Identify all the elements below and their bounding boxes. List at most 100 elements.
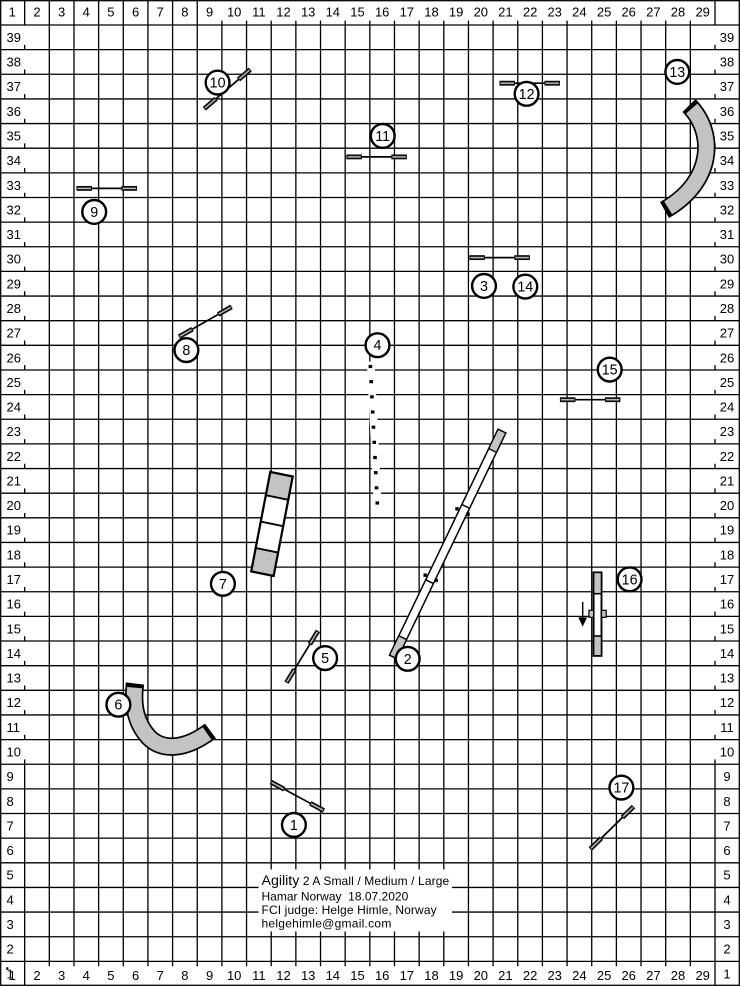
svg-text:7: 7 [7,818,14,833]
svg-text:31: 31 [720,227,734,242]
svg-text:4: 4 [374,338,382,354]
svg-text:24: 24 [572,968,586,983]
svg-text:17: 17 [400,968,414,983]
svg-text:39: 39 [720,30,734,45]
svg-text:20: 20 [7,498,21,513]
svg-text:19: 19 [720,523,734,538]
svg-text:23: 23 [7,424,21,439]
svg-text:9: 9 [723,769,730,784]
svg-text:16: 16 [7,597,21,612]
svg-text:7: 7 [157,968,164,983]
svg-text:14: 14 [7,646,21,661]
svg-text:2: 2 [723,942,730,957]
svg-text:12: 12 [7,695,21,710]
svg-text:4: 4 [83,968,90,983]
svg-text:13: 13 [720,671,734,686]
svg-text:6: 6 [7,843,14,858]
svg-text:39: 39 [7,30,21,45]
svg-text:10: 10 [720,745,734,760]
svg-text:12: 12 [519,87,535,103]
svg-text:25: 25 [720,375,734,390]
svg-text:24: 24 [7,400,21,415]
svg-text:23: 23 [547,5,561,20]
svg-text:10: 10 [210,76,226,92]
svg-text:9: 9 [206,968,213,983]
svg-text:25: 25 [597,5,611,20]
svg-text:18: 18 [720,547,734,562]
svg-text:FCI judge: Helge Himle, Norway: FCI judge: Helge Himle, Norway [262,903,437,917]
svg-text:34: 34 [7,153,21,168]
svg-text:8: 8 [723,794,730,809]
svg-text:19: 19 [449,5,463,20]
svg-text:28: 28 [720,301,734,316]
svg-text:9: 9 [206,5,213,20]
svg-text:8: 8 [181,5,188,20]
svg-text:22: 22 [7,449,21,464]
svg-text:15: 15 [7,621,21,636]
svg-text:14: 14 [720,646,734,661]
svg-text:26: 26 [621,968,635,983]
svg-text:6: 6 [114,698,122,714]
svg-text:26: 26 [621,5,635,20]
svg-text:11: 11 [252,5,266,20]
svg-text:21: 21 [720,474,734,489]
svg-text:27: 27 [720,326,734,341]
svg-text:25: 25 [7,375,21,390]
svg-text:15: 15 [350,968,364,983]
svg-text:5: 5 [107,968,114,983]
svg-text:8: 8 [181,968,188,983]
svg-text:2: 2 [7,942,14,957]
svg-text:32: 32 [720,202,734,217]
svg-text:6: 6 [132,968,139,983]
svg-text:1: 1 [7,966,14,981]
svg-text:36: 36 [7,104,21,119]
svg-text:1: 1 [9,968,16,983]
svg-text:10: 10 [7,745,21,760]
svg-text:28: 28 [671,968,685,983]
svg-text:22: 22 [523,5,537,20]
svg-text:32: 32 [7,202,21,217]
svg-text:14: 14 [517,280,533,296]
svg-text:19: 19 [449,968,463,983]
svg-text:20: 20 [474,5,488,20]
svg-text:16: 16 [720,597,734,612]
svg-text:35: 35 [720,129,734,144]
svg-text:13: 13 [669,65,685,81]
svg-text:15: 15 [720,621,734,636]
svg-text:25: 25 [597,968,611,983]
svg-text:23: 23 [720,424,734,439]
svg-text:12: 12 [276,968,290,983]
svg-text:5: 5 [321,651,329,667]
svg-text:29: 29 [695,5,709,20]
svg-text:22: 22 [720,449,734,464]
svg-text:19: 19 [7,523,21,538]
svg-text:21: 21 [7,474,21,489]
svg-text:28: 28 [671,5,685,20]
svg-text:30: 30 [720,252,734,267]
svg-text:30: 30 [7,252,21,267]
svg-text:26: 26 [7,350,21,365]
svg-text:1: 1 [9,5,16,20]
svg-text:1: 1 [290,818,298,834]
svg-text:3: 3 [723,917,730,932]
svg-text:3: 3 [58,968,65,983]
svg-text:Agility 2 A Small / Medium / L: Agility 2 A Small / Medium / Large [262,873,450,889]
svg-text:18: 18 [424,968,438,983]
svg-text:3: 3 [7,917,14,932]
svg-text:31: 31 [7,227,21,242]
svg-text:5: 5 [7,868,14,883]
svg-text:17: 17 [613,781,629,797]
svg-text:9: 9 [7,769,14,784]
svg-text:5: 5 [723,868,730,883]
svg-text:10: 10 [227,968,241,983]
svg-text:13: 13 [301,968,315,983]
svg-text:14: 14 [326,5,340,20]
svg-text:20: 20 [474,968,488,983]
svg-text:2: 2 [404,652,412,668]
svg-text:4: 4 [723,892,730,907]
svg-text:38: 38 [720,55,734,70]
svg-text:29: 29 [720,276,734,291]
svg-text:3: 3 [58,5,65,20]
svg-text:27: 27 [646,5,660,20]
svg-text:Hamar Norway 18.07.2020: Hamar Norway 18.07.2020 [262,889,409,903]
